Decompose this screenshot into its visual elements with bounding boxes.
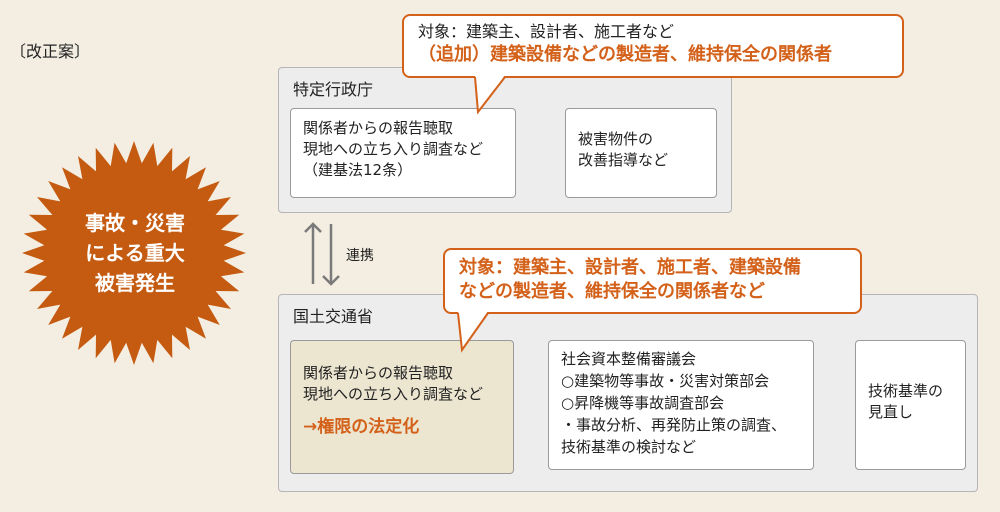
header-label: 〔改正案〕 [10, 42, 91, 61]
kokudo-box2-line: 技術基準の検討など [561, 438, 697, 456]
callout-mid-line1: 対象：建築主、設計者、施工者、建築設備 [459, 257, 801, 278]
kokudo-box2-line: 社会資本整備審議会 [561, 350, 697, 368]
burst-label: 事故・災害 による重大 被害発生 [70, 208, 200, 298]
kokudo-box3-line: 見直し [868, 403, 914, 421]
tokutei-box2-line: 改善指導など [578, 151, 669, 169]
callout-top-line1: 対象：建築主、設計者、施工者など [418, 22, 675, 41]
kokudo-box2-line: ○昇降機等事故調査部会 [561, 394, 725, 412]
tokutei-report-box: 関係者からの報告聴取 現地への立ち入り調査など （建基法12条） [290, 108, 516, 198]
callout-top: 対象：建築主、設計者、施工者など （追加）建築設備などの製造者、維持保全の関係者 [402, 14, 904, 78]
arrow-bidirectional [304, 222, 340, 286]
kokudo-title: 国土交通省 [293, 307, 374, 326]
burst-line-2: による重大 [85, 241, 185, 265]
kokudo-box1-line: 現地への立ち入り調査など [303, 385, 484, 403]
starburst-shape [22, 141, 246, 365]
burst-line-3: 被害発生 [95, 271, 175, 295]
callout-top-line2: （追加）建築設備などの製造者、維持保全の関係者 [418, 44, 832, 65]
kokudo-box3-line: 技術基準の [868, 382, 944, 400]
kokudo-box1-line: 関係者からの報告聴取 [303, 364, 454, 382]
tokutei-box2-line: 被害物件の [578, 130, 654, 148]
tokutei-box1-line: 関係者からの報告聴取 [303, 119, 454, 137]
callout-mid-line2: などの製造者、維持保全の関係者など [459, 281, 765, 302]
kokudo-standard-box: 技術基準の 見直し [855, 340, 966, 470]
kokudo-box1-emphasis: →権限の法定化 [303, 417, 420, 437]
kokudo-box2-line: ・事故分析、再発防止策の調査、 [561, 416, 787, 434]
tokutei-title: 特定行政庁 [293, 80, 374, 99]
burst-line-1: 事故・災害 [85, 211, 185, 235]
kokudo-report-box: 関係者からの報告聴取 現地への立ち入り調査など →権限の法定化 [290, 340, 514, 474]
kokudo-box2-line: ○建築物等事故・災害対策部会 [561, 372, 770, 390]
tokutei-box1-line: 現地への立ち入り調査など [303, 140, 484, 158]
callout-mid: 対象：建築主、設計者、施工者、建築設備 などの製造者、維持保全の関係者など [443, 248, 862, 314]
tokutei-guidance-box: 被害物件の 改善指導など [565, 108, 717, 198]
kokudo-council-box: 社会資本整備審議会 ○建築物等事故・災害対策部会 ○昇降機等事故調査部会 ・事故… [548, 340, 814, 470]
renkei-label: 連携 [346, 248, 374, 264]
tokutei-box1-line: （建基法12条） [303, 161, 413, 179]
